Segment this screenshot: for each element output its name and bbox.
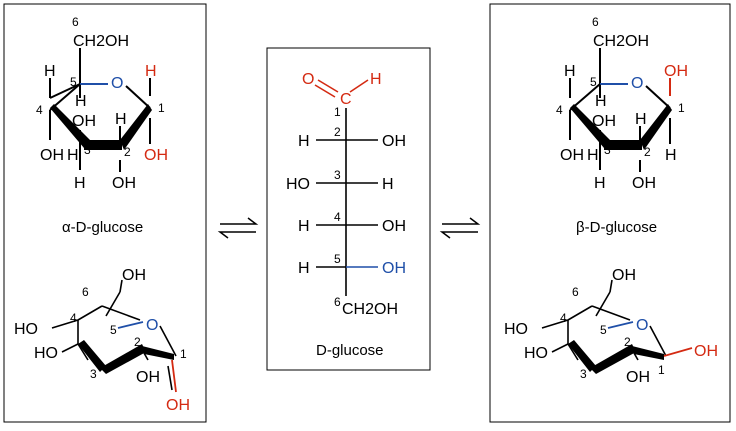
beta-chair-oh6: OH xyxy=(612,267,636,284)
open-chain-panel-frame xyxy=(266,47,431,371)
open-c4-right: OH xyxy=(382,218,406,235)
alpha-ring-oxygen: O xyxy=(111,75,123,92)
alpha-chair-oh6: OH xyxy=(122,267,146,284)
alpha-c2-number: 2 xyxy=(124,145,131,159)
beta-c3-number: 3 xyxy=(604,143,611,157)
alpha-c5-up-hydrogen: H xyxy=(44,63,56,80)
beta-panel-frame xyxy=(489,3,731,423)
beta-haworth-structure xyxy=(569,48,672,172)
beta-chair-n4: 4 xyxy=(560,311,567,325)
alpha-c4-number: 4 xyxy=(36,103,43,117)
alpha-panel-frame xyxy=(3,3,207,423)
open-c3-number: 3 xyxy=(334,168,341,182)
open-c6-group: CH2OH xyxy=(342,301,398,318)
beta-c4-number: 4 xyxy=(556,103,563,117)
alpha-chair-ho3: HO xyxy=(34,345,58,362)
open-aldehyde-carbon: C xyxy=(340,91,352,108)
alpha-chair-n1: 1 xyxy=(180,347,187,361)
beta-c3-h: H xyxy=(594,175,606,192)
alpha-chair-n3: 3 xyxy=(90,367,97,381)
alpha-c3-h: H xyxy=(74,175,86,192)
beta-chair-structure xyxy=(541,279,693,374)
alpha-c1-hydrogen: H xyxy=(145,63,157,80)
beta-ring-oxygen: O xyxy=(631,75,643,92)
beta-c5-down-hydrogen: H xyxy=(595,93,607,110)
open-c1-number: 1 xyxy=(334,105,341,119)
beta-c2-oh: OH xyxy=(632,175,656,192)
alpha-c1-number: 1 xyxy=(158,101,165,115)
equilibrium-arrow-left xyxy=(217,217,259,239)
alpha-chair-n4: 4 xyxy=(70,311,77,325)
alpha-c4-oh-lower: OH xyxy=(40,147,64,164)
open-c6-number: 6 xyxy=(334,295,341,309)
open-c5-right: OH xyxy=(382,260,406,277)
alpha-ch2oh-label: CH2OH xyxy=(73,33,129,50)
alpha-c4-h: H xyxy=(67,147,79,164)
beta-caption: β-D-glucose xyxy=(576,219,657,236)
alpha-c6-number: 6 xyxy=(72,15,79,29)
alpha-chair-oh2: OH xyxy=(136,369,160,386)
open-aldehyde-hydrogen: H xyxy=(370,71,382,88)
open-caption: D-glucose xyxy=(316,342,384,359)
alpha-c1-hydroxyl: OH xyxy=(144,147,168,164)
beta-c1-number: 1 xyxy=(678,101,685,115)
open-chain-structure xyxy=(314,79,378,296)
alpha-caption: α-D-glucose xyxy=(62,219,143,236)
beta-chair-n1: 1 xyxy=(658,363,665,377)
open-c4-number: 4 xyxy=(334,210,341,224)
beta-chair-oh2: OH xyxy=(626,369,650,386)
beta-c4-oh-lower: OH xyxy=(560,147,584,164)
beta-c6-number: 6 xyxy=(592,15,599,29)
beta-chair-n5: 5 xyxy=(600,323,607,337)
open-c2-left: H xyxy=(298,133,310,150)
beta-c2-number: 2 xyxy=(644,145,651,159)
alpha-chair-n5: 5 xyxy=(110,323,117,337)
open-c3-right: H xyxy=(382,176,394,193)
alpha-chair-n6: 6 xyxy=(82,285,89,299)
open-c2-number: 2 xyxy=(334,125,341,139)
open-c2-right: OH xyxy=(382,133,406,150)
beta-chair-n2: 2 xyxy=(624,335,631,349)
alpha-chair-n2: 2 xyxy=(134,335,141,349)
open-c5-number: 5 xyxy=(334,252,341,266)
beta-c1-hydroxyl: OH xyxy=(664,63,688,80)
beta-chair-n3: 3 xyxy=(580,367,587,381)
beta-c5-up-hydrogen: H xyxy=(564,63,576,80)
beta-c1-hydrogen: H xyxy=(665,147,677,164)
alpha-chair-structure xyxy=(51,279,177,393)
alpha-c5-number: 5 xyxy=(70,75,77,89)
beta-c4-h: H xyxy=(587,147,599,164)
alpha-c3-number: 3 xyxy=(84,143,91,157)
alpha-chair-oh1: OH xyxy=(166,397,190,414)
alpha-c2-oh: OH xyxy=(112,175,136,192)
alpha-haworth-structure xyxy=(49,48,152,172)
alpha-c5-down-hydrogen: H xyxy=(75,93,87,110)
beta-c5-number: 5 xyxy=(590,75,597,89)
alpha-chair-ring-oxygen: O xyxy=(146,317,158,334)
beta-chair-n6: 6 xyxy=(572,285,579,299)
equilibrium-arrow-right xyxy=(439,217,481,239)
open-aldehyde-oxygen: O xyxy=(302,71,314,88)
open-c5-left: H xyxy=(298,260,310,277)
beta-chair-ho3: HO xyxy=(524,345,548,362)
alpha-chair-ho4: HO xyxy=(14,321,38,338)
open-c4-left: H xyxy=(298,218,310,235)
beta-ch2oh-label: CH2OH xyxy=(593,33,649,50)
beta-chair-oh1: OH xyxy=(694,343,718,360)
open-c3-left: HO xyxy=(286,176,310,193)
beta-c4-oh: OH xyxy=(592,113,616,130)
alpha-c2-h: H xyxy=(115,111,127,128)
beta-chair-ring-oxygen: O xyxy=(636,317,648,334)
alpha-c4-oh: OH xyxy=(72,113,96,130)
beta-c2-h: H xyxy=(635,111,647,128)
beta-chair-ho4: HO xyxy=(504,321,528,338)
